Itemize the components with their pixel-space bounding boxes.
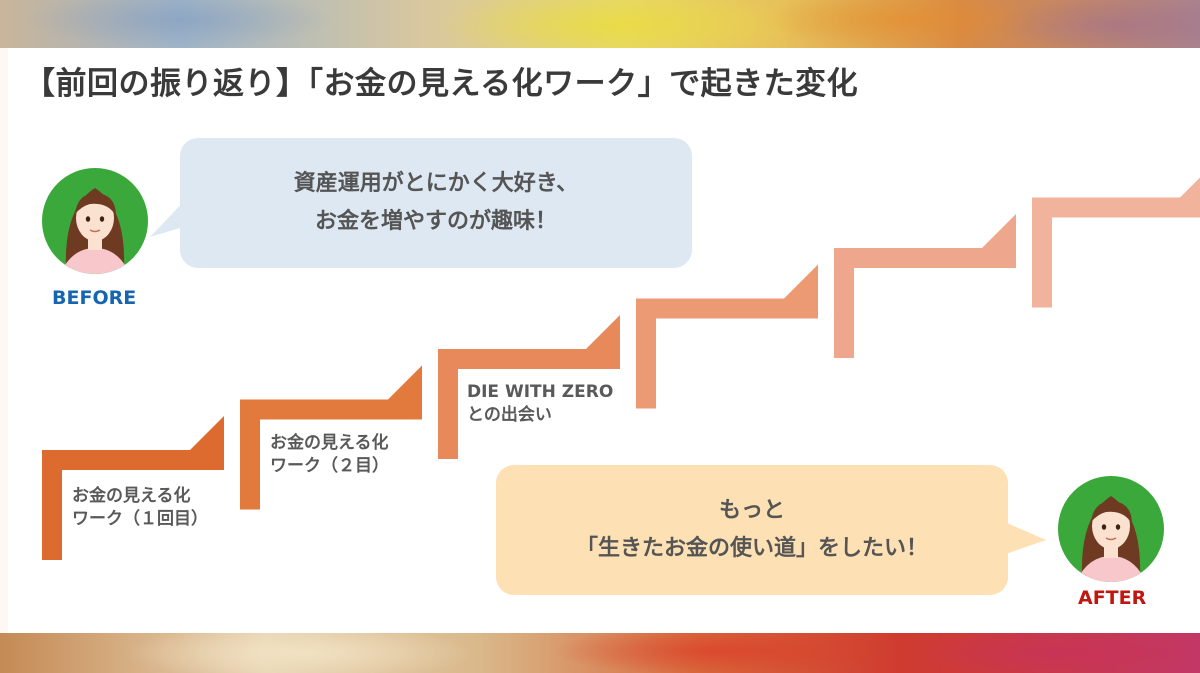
after-bubble-tail bbox=[1000, 520, 1046, 556]
step-5-riser bbox=[834, 248, 854, 358]
before-bubble-line-2: お金を増やすのが趣味！ bbox=[314, 209, 557, 234]
before-speech-bubble: 資産運用がとにかく大好き、 お金を増やすのが趣味！ bbox=[180, 138, 692, 268]
step-4-tread bbox=[636, 298, 818, 319]
step-6 bbox=[1032, 177, 1200, 308]
after-bubble-line-1: もっと bbox=[718, 497, 785, 523]
step-3-line-2: との出会い bbox=[467, 404, 552, 425]
before-label: BEFORE bbox=[52, 287, 137, 309]
step-1 bbox=[42, 416, 224, 560]
step-2 bbox=[240, 365, 422, 510]
step-1-line-1: お金の見える化 bbox=[72, 486, 191, 506]
slide-title: 【前回の振り返り】「お金の見える化ワーク」で起きた変化 bbox=[24, 66, 859, 102]
step-3-arrow-tip bbox=[586, 315, 620, 349]
step-6-riser bbox=[1032, 197, 1052, 308]
step-2-line-1: お金の見える化 bbox=[270, 433, 389, 453]
step-3-riser bbox=[438, 349, 458, 459]
step-5-tread bbox=[834, 248, 1016, 268]
step-1-riser bbox=[42, 450, 62, 560]
step-3 bbox=[438, 315, 620, 459]
step-1-label: お金の見える化 ワーク（１回目） bbox=[72, 485, 208, 531]
step-3-tread bbox=[438, 349, 620, 369]
step-4-arrow-tip bbox=[784, 264, 818, 299]
step-5-arrow-tip bbox=[982, 214, 1016, 248]
before-bubble-line-1: 資産運用がとにかく大好き、 bbox=[293, 170, 579, 196]
step-6-tread bbox=[1032, 197, 1200, 218]
after-bubble-line-2: 「生きたお金の使い道」をしたい！ bbox=[575, 536, 928, 561]
step-4-riser bbox=[636, 298, 656, 409]
step-2-tread bbox=[240, 399, 422, 420]
step-4 bbox=[636, 264, 818, 409]
step-1-arrow-tip bbox=[190, 416, 224, 450]
bottom-texture-band bbox=[0, 633, 1200, 673]
top-texture-band bbox=[0, 0, 1200, 48]
step-2-line-2: ワーク（２目） bbox=[270, 455, 389, 476]
after-speech-bubble: もっと 「生きたお金の使い道」をしたい！ bbox=[496, 465, 1008, 595]
after-label: AFTER bbox=[1078, 587, 1147, 609]
step-5 bbox=[834, 214, 1016, 358]
before-avatar bbox=[42, 168, 148, 274]
after-avatar bbox=[1058, 476, 1164, 582]
step-1-line-2: ワーク（１回目） bbox=[72, 508, 208, 529]
step-6-arrow-tip bbox=[1180, 177, 1200, 198]
step-3-label: DIE WITH ZERO との出会い bbox=[467, 381, 613, 427]
step-1-tread bbox=[42, 450, 224, 470]
step-2-riser bbox=[240, 399, 260, 510]
step-2-arrow-tip bbox=[388, 365, 422, 400]
step-3-line-1: DIE WITH ZERO bbox=[467, 382, 614, 402]
step-2-label: お金の見える化 ワーク（２目） bbox=[270, 432, 389, 478]
